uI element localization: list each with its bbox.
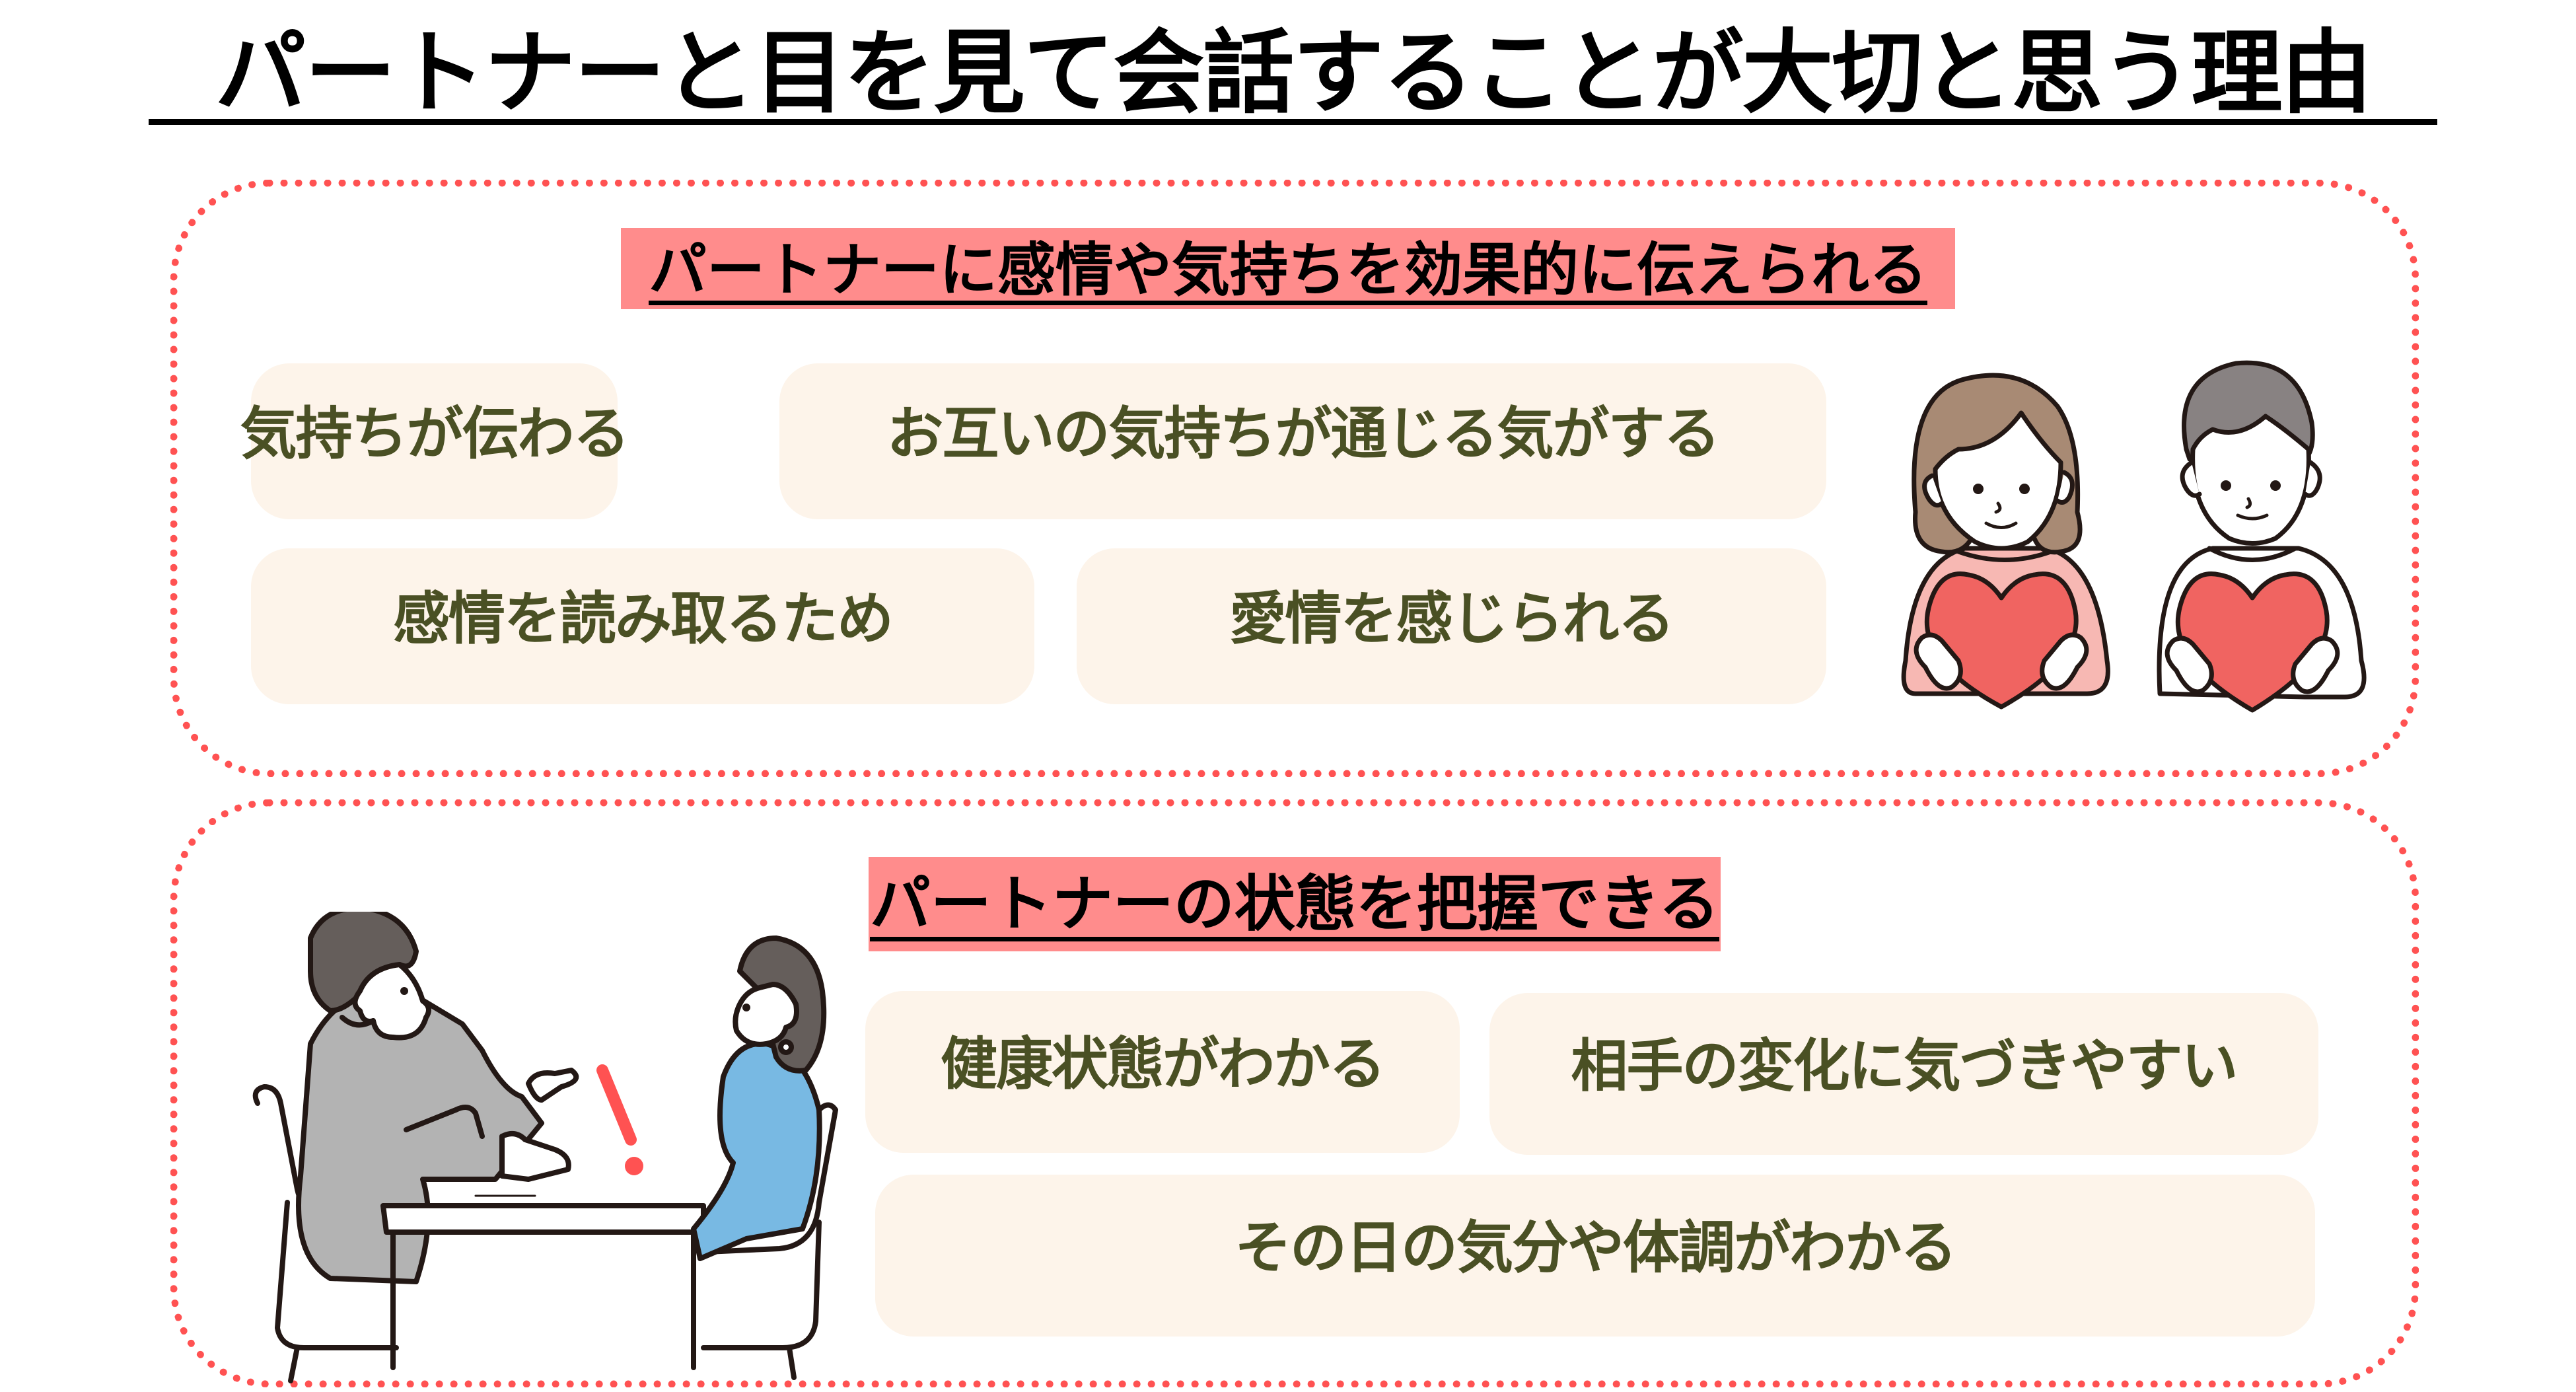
reason-text: お互いの気持ちが通じる気がする bbox=[886, 400, 1721, 467]
reason-text: 相手の変化に気づきやすい bbox=[1571, 1033, 2238, 1099]
reason-card: 気持ちが伝わる bbox=[240, 363, 630, 519]
woman-listening bbox=[691, 935, 827, 1261]
reason-card: 愛情を感じられる bbox=[1077, 548, 1826, 704]
section-heading-expressing-feelings: パートナーに感情や気持ちを効果的に伝えられる bbox=[621, 228, 1955, 309]
reason-card: 相手の変化に気づきやすい bbox=[1489, 993, 2318, 1155]
section-panel-expressing-feelings bbox=[170, 180, 2419, 777]
man-speaking bbox=[296, 912, 579, 1284]
section-heading-text: パートナーの状態を把握できる bbox=[869, 872, 1720, 941]
title-underline bbox=[149, 119, 2437, 125]
woman-figure bbox=[1901, 373, 2110, 710]
reason-text: 感情を読み取るため bbox=[393, 585, 894, 652]
section-heading-text: パートナーに感情や気持ちを効果的に伝えられる bbox=[648, 239, 1927, 306]
reason-text: 愛情を感じられる bbox=[1229, 585, 1675, 652]
reason-card: 感情を読み取るため bbox=[251, 548, 1034, 704]
reason-card: 健康状態がわかる bbox=[865, 991, 1460, 1153]
reason-text: 気持ちが伝わる bbox=[240, 400, 630, 467]
reason-card: その日の気分や体調がわかる bbox=[875, 1175, 2315, 1337]
reason-text: その日の気分や体調がわかる bbox=[1234, 1215, 1957, 1281]
couple-holding-hearts-illustration bbox=[1901, 360, 2367, 713]
reason-text: 健康状態がわかる bbox=[941, 1031, 1386, 1097]
reason-card: お互いの気持ちが通じる気がする bbox=[779, 363, 1826, 519]
section-panel-understanding-condition bbox=[170, 799, 2419, 1387]
man-figure bbox=[2157, 360, 2367, 713]
section-heading-understanding-condition: パートナーの状態を把握できる bbox=[869, 857, 1721, 951]
two-people-talking-illustration bbox=[252, 912, 838, 1383]
page-title: パートナーと目を見て会話することが大切と思う理由 bbox=[215, 20, 2372, 126]
